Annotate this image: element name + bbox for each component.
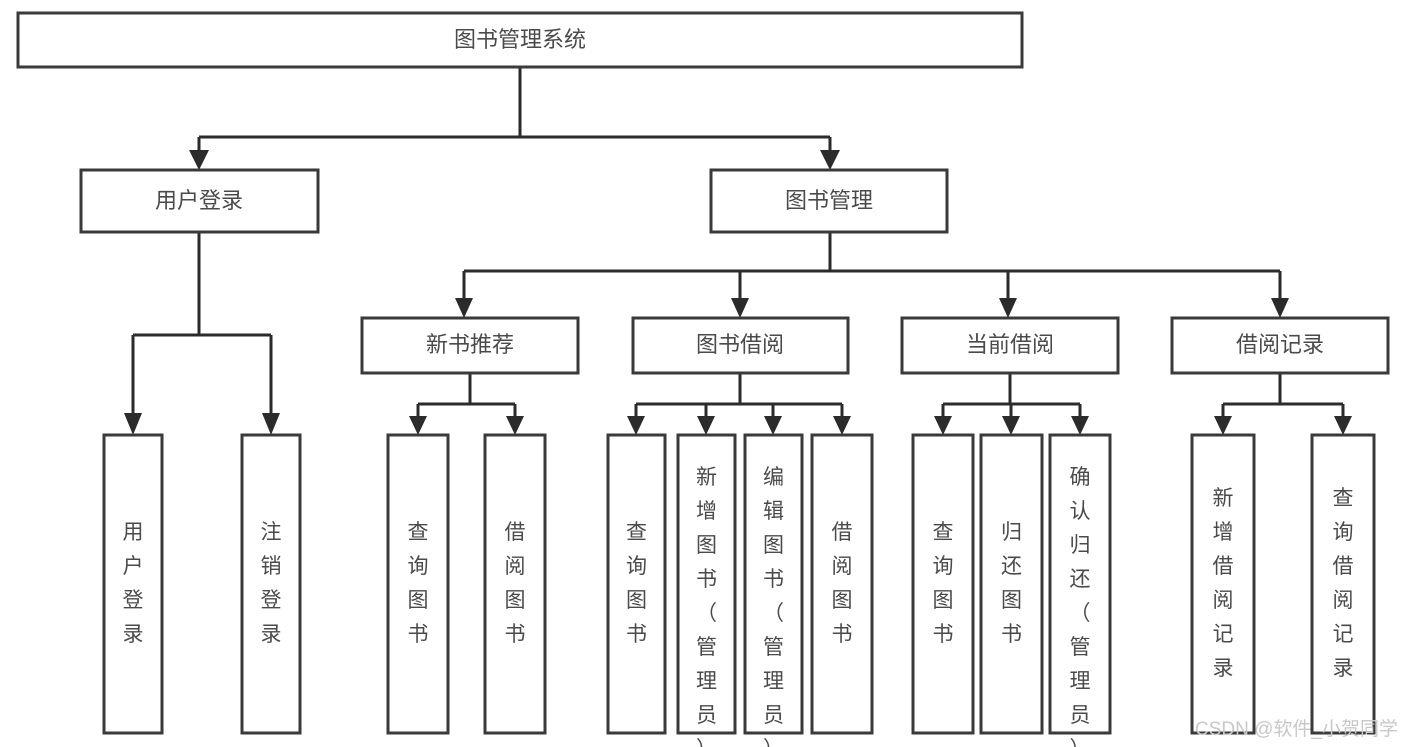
node-book-manage[interactable]: 图书管理 bbox=[709, 168, 949, 234]
connector-group-user-login bbox=[124, 232, 280, 435]
node-leaf-query-book-rec[interactable]: 查询图书 bbox=[386, 433, 450, 735]
node-leaf-return-book-box[interactable] bbox=[979, 433, 1044, 735]
arrow-head-leaf-borrow-book bbox=[833, 416, 851, 435]
arrow-head-book-manage bbox=[820, 150, 840, 170]
node-current-borrow-box[interactable] bbox=[900, 316, 1120, 375]
node-leaf-confirm-return-admin-box[interactable] bbox=[1048, 433, 1112, 735]
node-leaf-edit-book-admin-box[interactable] bbox=[743, 433, 804, 735]
arrow-head-borrow-record bbox=[1271, 298, 1289, 318]
node-user-login-label: 用户登录 bbox=[155, 188, 243, 213]
leaf-node-layer: 用户登录 注销登录 查询图书 借阅图书 查询图书 新增图书（管理员） 编辑图书（管理员） 借阅… bbox=[102, 433, 1376, 747]
node-new-book-recommend-label: 新书推荐 bbox=[426, 332, 514, 357]
node-leaf-confirm-return-admin-label: 确认归还（管理员） bbox=[1070, 466, 1091, 747]
connector-group-current-borrow bbox=[934, 373, 1089, 435]
node-borrow-record-box[interactable] bbox=[1170, 316, 1390, 375]
node-leaf-borrow-book[interactable]: 借阅图书 bbox=[810, 433, 874, 735]
node-leaf-add-book-admin-box[interactable] bbox=[676, 433, 737, 735]
node-current-borrow[interactable]: 当前借阅 bbox=[900, 316, 1120, 375]
node-leaf-query-book-rec-box[interactable] bbox=[386, 433, 450, 735]
node-leaf-confirm-return-admin[interactable]: 确认归还（管理员） bbox=[1048, 433, 1112, 747]
node-leaf-logout-login[interactable]: 注销登录 bbox=[240, 433, 302, 735]
node-leaf-query-book-borrow[interactable]: 查询图书 bbox=[606, 433, 667, 735]
node-leaf-user-login-label: 用户登录 bbox=[123, 521, 144, 646]
node-leaf-add-book-admin-label: 新增图书（管理员） bbox=[696, 466, 717, 747]
node-user-login[interactable]: 用户登录 bbox=[79, 168, 320, 234]
node-new-book-recommend-box[interactable] bbox=[360, 316, 580, 375]
node-leaf-edit-book-admin-label: 编辑图书（管理员） bbox=[763, 466, 784, 747]
node-book-manage-label: 图书管理 bbox=[785, 188, 873, 213]
node-root-box[interactable] bbox=[16, 11, 1024, 69]
node-book-borrow-label: 图书借阅 bbox=[696, 332, 784, 357]
node-borrow-record-label: 借阅记录 bbox=[1236, 332, 1324, 357]
csdn-watermark: CSDN @软件_小贺同学 bbox=[1195, 718, 1398, 740]
node-current-borrow-label: 当前借阅 bbox=[966, 332, 1054, 357]
arrow-head-leaf-logout-login bbox=[262, 413, 280, 435]
node-leaf-logout-login-label: 注销登录 bbox=[261, 521, 282, 646]
node-leaf-add-borrow-record-box[interactable] bbox=[1190, 433, 1256, 735]
node-leaf-add-borrow-record[interactable]: 新增借阅记录 bbox=[1190, 433, 1256, 735]
node-leaf-borrow-book-rec-label: 借阅图书 bbox=[505, 521, 526, 646]
arrow-head-leaf-edit-book-admin bbox=[764, 416, 782, 435]
arrow-head-leaf-user-login bbox=[124, 413, 142, 435]
arrow-head-current-borrow bbox=[999, 298, 1017, 318]
node-leaf-query-book-current-box[interactable] bbox=[911, 433, 975, 735]
arrow-head-leaf-add-book-admin bbox=[697, 416, 715, 435]
node-leaf-borrow-book-rec-box[interactable] bbox=[483, 433, 547, 735]
node-new-book-recommend[interactable]: 新书推荐 bbox=[360, 316, 580, 375]
node-user-login-box[interactable] bbox=[79, 168, 320, 234]
arrow-head-leaf-query-book-current bbox=[934, 416, 952, 435]
node-leaf-query-borrow-record-box[interactable] bbox=[1310, 433, 1376, 735]
arrow-head-leaf-confirm-return-admin bbox=[1071, 416, 1089, 435]
node-leaf-query-borrow-record[interactable]: 查询借阅记录 bbox=[1310, 433, 1376, 735]
node-root[interactable]: 图书管理系统 bbox=[16, 11, 1024, 69]
node-root-label: 图书管理系统 bbox=[454, 27, 586, 52]
node-borrow-record[interactable]: 借阅记录 bbox=[1170, 316, 1390, 375]
node-leaf-add-borrow-record-label: 新增借阅记录 bbox=[1213, 487, 1234, 680]
node-book-manage-box[interactable] bbox=[709, 168, 949, 234]
node-leaf-borrow-book-box[interactable] bbox=[810, 433, 874, 735]
node-leaf-return-book[interactable]: 归还图书 bbox=[979, 433, 1044, 735]
connector-group-book-borrow bbox=[627, 373, 851, 435]
connector-group-book-manage bbox=[455, 232, 1289, 318]
arrow-head-leaf-borrow-book-rec bbox=[506, 416, 524, 435]
node-book-borrow-box[interactable] bbox=[631, 316, 850, 375]
node-leaf-query-book-current[interactable]: 查询图书 bbox=[911, 433, 975, 735]
node-leaf-logout-login-box[interactable] bbox=[240, 433, 302, 735]
node-leaf-add-book-admin[interactable]: 新增图书（管理员） bbox=[676, 433, 737, 747]
arrow-head-leaf-query-book-borrow bbox=[627, 416, 645, 435]
arrow-head-book-borrow bbox=[731, 298, 749, 318]
arrow-head-user-login bbox=[189, 150, 209, 170]
arrow-head-leaf-return-book bbox=[1002, 416, 1020, 435]
arrow-head-new-book-recommend bbox=[455, 298, 473, 318]
node-leaf-user-login[interactable]: 用户登录 bbox=[102, 433, 164, 735]
arrow-head-leaf-query-borrow-record bbox=[1334, 416, 1352, 435]
arrow-head-leaf-query-book-rec bbox=[409, 416, 427, 435]
node-leaf-borrow-book-label: 借阅图书 bbox=[832, 521, 853, 646]
node-leaf-query-book-rec-label: 查询图书 bbox=[408, 521, 429, 646]
node-leaf-query-book-borrow-box[interactable] bbox=[606, 433, 667, 735]
node-leaf-edit-book-admin[interactable]: 编辑图书（管理员） bbox=[743, 433, 804, 747]
node-leaf-borrow-book-rec[interactable]: 借阅图书 bbox=[483, 433, 547, 735]
connector-group-root bbox=[189, 67, 840, 170]
connector-group-new-book-recommend bbox=[409, 373, 524, 435]
arrow-head-leaf-add-borrow-record bbox=[1214, 416, 1232, 435]
node-leaf-query-book-current-label: 查询图书 bbox=[933, 521, 954, 646]
node-leaf-query-book-borrow-label: 查询图书 bbox=[626, 521, 647, 646]
connector-group-borrow-record bbox=[1214, 373, 1352, 435]
node-leaf-return-book-label: 归还图书 bbox=[1001, 521, 1022, 646]
node-leaf-user-login-box[interactable] bbox=[102, 433, 164, 735]
node-book-borrow[interactable]: 图书借阅 bbox=[631, 316, 850, 375]
node-leaf-query-borrow-record-label: 查询借阅记录 bbox=[1333, 487, 1354, 680]
